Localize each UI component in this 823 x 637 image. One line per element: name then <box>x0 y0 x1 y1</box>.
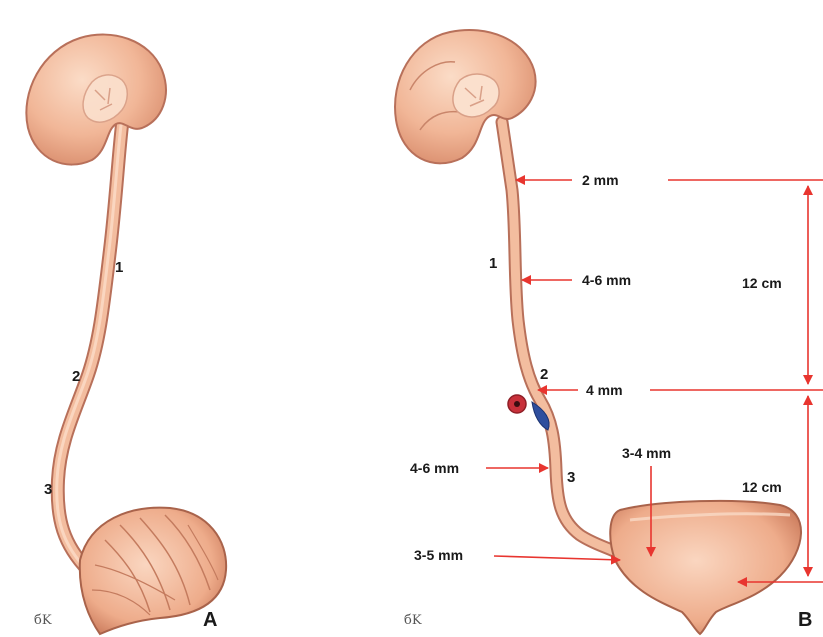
segment-label-a-1: 1 <box>115 259 123 276</box>
panel-label-a: A <box>203 609 217 631</box>
kidney-b <box>395 30 536 163</box>
panel-a: 1 2 3 A бK <box>26 35 226 634</box>
measurement-vesical-junction: 3-5 mm <box>414 547 463 563</box>
measurement-pelvic-junction: 2 mm <box>582 172 619 188</box>
artist-signature-a: бK <box>34 613 52 628</box>
measurement-upper-ureter: 4-6 mm <box>582 272 631 288</box>
segment-label-a-3: 3 <box>44 481 52 498</box>
segment-label-a-2: 2 <box>72 368 80 385</box>
panel-label-b: B <box>798 609 812 631</box>
measurement-intramural: 3-4 mm <box>622 445 671 461</box>
measurement-pelvic-ureter: 4-6 mm <box>410 460 459 476</box>
bladder-b <box>610 501 801 634</box>
measurement-upper-length: 12 cm <box>742 275 782 291</box>
measurement-lower-length: 12 cm <box>742 479 782 495</box>
kidney-a <box>26 35 166 165</box>
panel-b: 1 2 3 2 mm 4-6 mm 4 mm 4-6 mm 3-4 mm 3-5… <box>395 30 823 634</box>
segment-label-b-2: 2 <box>540 366 548 383</box>
segment-label-b-1: 1 <box>489 255 497 272</box>
segment-label-b-3: 3 <box>567 469 575 486</box>
artist-signature-b: бK <box>404 613 422 628</box>
measurement-iliac-crossing: 4 mm <box>586 382 623 398</box>
